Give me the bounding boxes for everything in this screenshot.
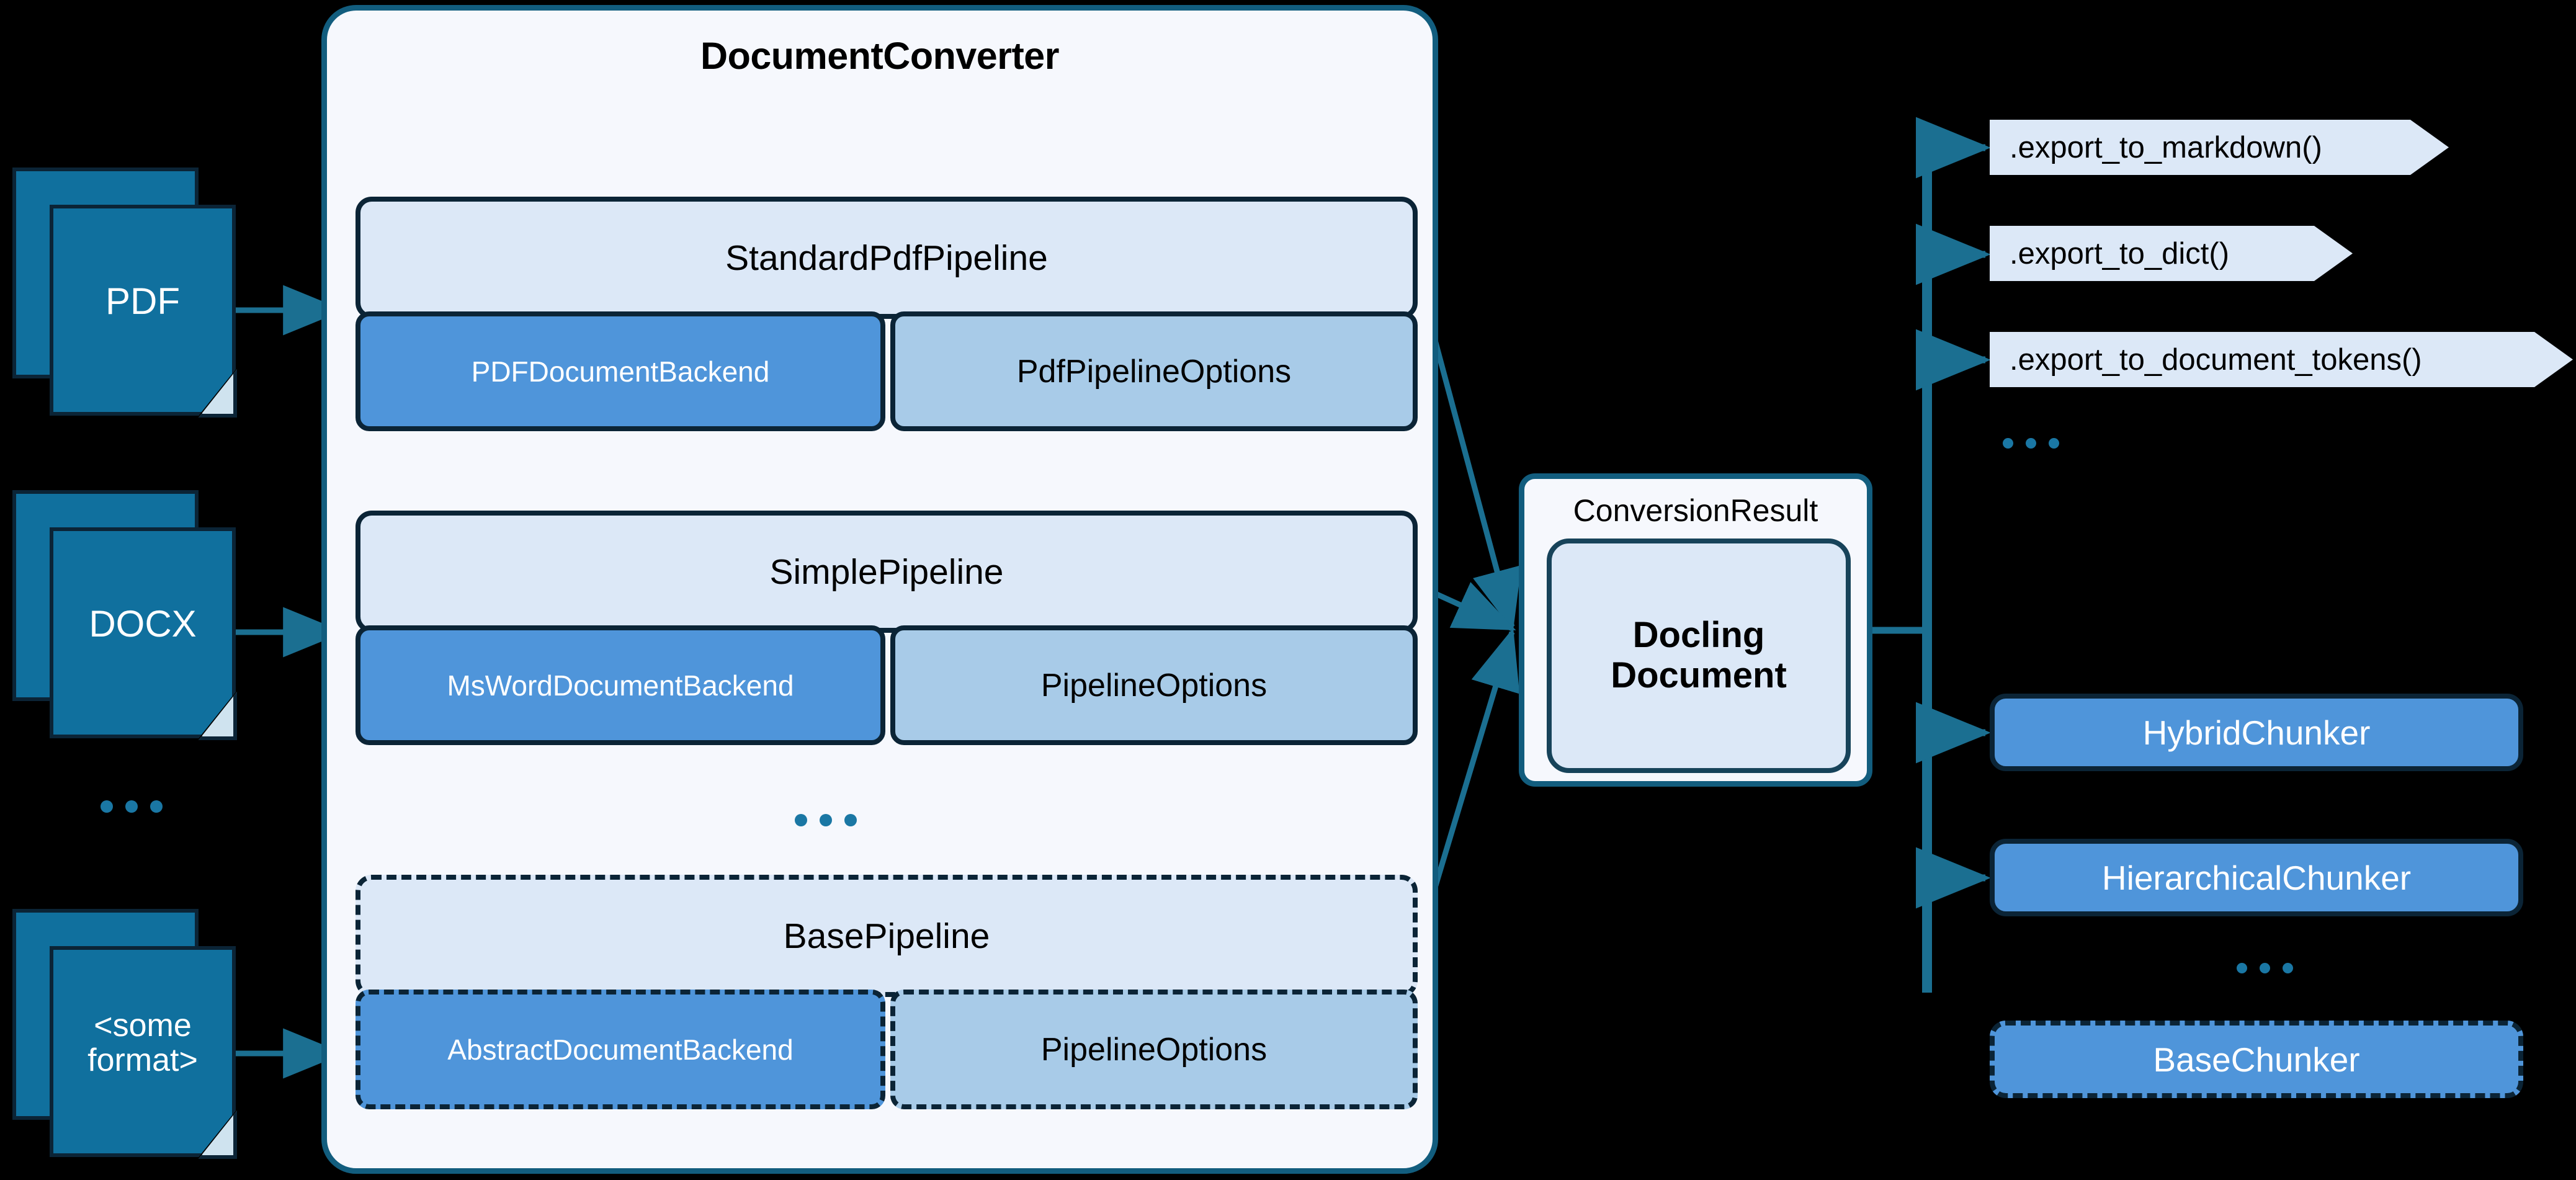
- pipeline-backend-label: PDFDocumentBackend: [471, 355, 770, 388]
- export-shape-markdown[interactable]: .export_to_markdown(): [1990, 120, 2449, 175]
- source-label-some-format-line1: <some: [94, 1007, 192, 1044]
- ellipsis-dot: [820, 814, 832, 826]
- conversion-result-container: ConversionResult Docling Document: [1519, 473, 1872, 787]
- source-list-ellipsis: [101, 800, 163, 813]
- export-label: .export_to_markdown(): [2010, 130, 2322, 164]
- source-document-docx[interactable]: DOCX: [12, 490, 242, 744]
- ellipsis-dot: [2237, 963, 2247, 973]
- pipeline-options-label: PipelineOptions: [1040, 667, 1268, 704]
- ellipsis-dot: [101, 800, 113, 813]
- pipeline-backend-msworddocumentbackend[interactable]: MsWordDocumentBackend: [356, 625, 885, 745]
- chunker-label: HybridChunker: [2142, 713, 2371, 752]
- pipeline-list-ellipsis: [795, 814, 857, 826]
- pipeline-options-label: PipelineOptions: [1040, 1031, 1268, 1068]
- pipeline-backend-pdfdocumentbackend[interactable]: PDFDocumentBackend: [356, 311, 885, 431]
- chunker-list-ellipsis: [2237, 963, 2293, 973]
- pipeline-backend-label: MsWordDocumentBackend: [447, 669, 794, 702]
- export-shape-document-tokens[interactable]: .export_to_document_tokens(): [1990, 332, 2573, 387]
- document-front-sheet: PDF: [50, 205, 236, 416]
- pipeline-header-label: StandardPdfPipeline: [725, 238, 1048, 278]
- docling-document-label: Docling Document: [1611, 615, 1787, 696]
- chunker-base[interactable]: BaseChunker: [1990, 1021, 2523, 1098]
- ellipsis-dot: [2003, 438, 2013, 449]
- pipeline-components-row: MsWordDocumentBackend PipelineOptions: [356, 625, 1418, 745]
- export-label: .export_to_dict(): [2010, 236, 2230, 270]
- ellipsis-dot: [2026, 438, 2036, 449]
- pipeline-backend-abstractdocumentbackend[interactable]: AbstractDocumentBackend: [356, 990, 885, 1109]
- chunker-label: HierarchicalChunker: [2101, 858, 2412, 897]
- pipeline-header-label: BasePipeline: [783, 916, 990, 956]
- export-list-ellipsis: [2003, 438, 2059, 449]
- document-converter-container: DocumentConverter StandardPdfPipeline PD…: [321, 5, 1438, 1174]
- pipeline-options-label: PdfPipelineOptions: [1016, 353, 1292, 390]
- docling-document-box[interactable]: Docling Document: [1547, 539, 1851, 773]
- ellipsis-dot: [125, 800, 138, 813]
- pipeline-options-pdfpipelineoptions[interactable]: PdfPipelineOptions: [890, 311, 1418, 431]
- pipeline-options-pipelineoptions[interactable]: PipelineOptions: [890, 625, 1418, 745]
- document-converter-title: DocumentConverter: [700, 35, 1059, 77]
- source-document-some-format[interactable]: <some format>: [12, 909, 242, 1163]
- ellipsis-dot: [2283, 963, 2293, 973]
- source-label-some-format: <some format>: [53, 1008, 232, 1078]
- chunker-hierarchical[interactable]: HierarchicalChunker: [1990, 839, 2523, 916]
- chunker-hybrid[interactable]: HybridChunker: [1990, 694, 2523, 771]
- pipeline-header-standard-pdf[interactable]: StandardPdfPipeline: [356, 197, 1418, 319]
- pipeline-backend-label: AbstractDocumentBackend: [447, 1033, 794, 1066]
- document-front-sheet: <some format>: [50, 946, 236, 1157]
- source-label-some-format-line2: format>: [87, 1042, 198, 1078]
- ellipsis-dot: [2049, 438, 2059, 449]
- docling-document-label-line1: Docling: [1632, 615, 1765, 656]
- export-label: .export_to_document_tokens(): [2010, 342, 2422, 377]
- ellipsis-dot: [150, 800, 163, 813]
- chunker-label: BaseChunker: [2153, 1040, 2360, 1079]
- export-shape-dict[interactable]: .export_to_dict(): [1990, 226, 2353, 281]
- pipeline-header-simple[interactable]: SimplePipeline: [356, 511, 1418, 633]
- pipeline-header-label: SimplePipeline: [769, 552, 1004, 592]
- pipeline-header-base[interactable]: BasePipeline: [356, 875, 1418, 997]
- ellipsis-dot: [844, 814, 857, 826]
- document-front-sheet: DOCX: [50, 527, 236, 738]
- ellipsis-dot: [2260, 963, 2270, 973]
- pipeline-components-row: AbstractDocumentBackend PipelineOptions: [356, 990, 1418, 1109]
- source-document-pdf[interactable]: PDF: [12, 168, 242, 422]
- source-label-docx: DOCX: [89, 602, 197, 645]
- pipeline-components-row: PDFDocumentBackend PdfPipelineOptions: [356, 311, 1418, 431]
- pipeline-options-pipelineoptions-base[interactable]: PipelineOptions: [890, 990, 1418, 1109]
- docling-document-label-line2: Document: [1611, 655, 1787, 695]
- source-label-pdf: PDF: [105, 280, 180, 322]
- conversion-result-label: ConversionResult: [1573, 493, 1818, 528]
- ellipsis-dot: [795, 814, 807, 826]
